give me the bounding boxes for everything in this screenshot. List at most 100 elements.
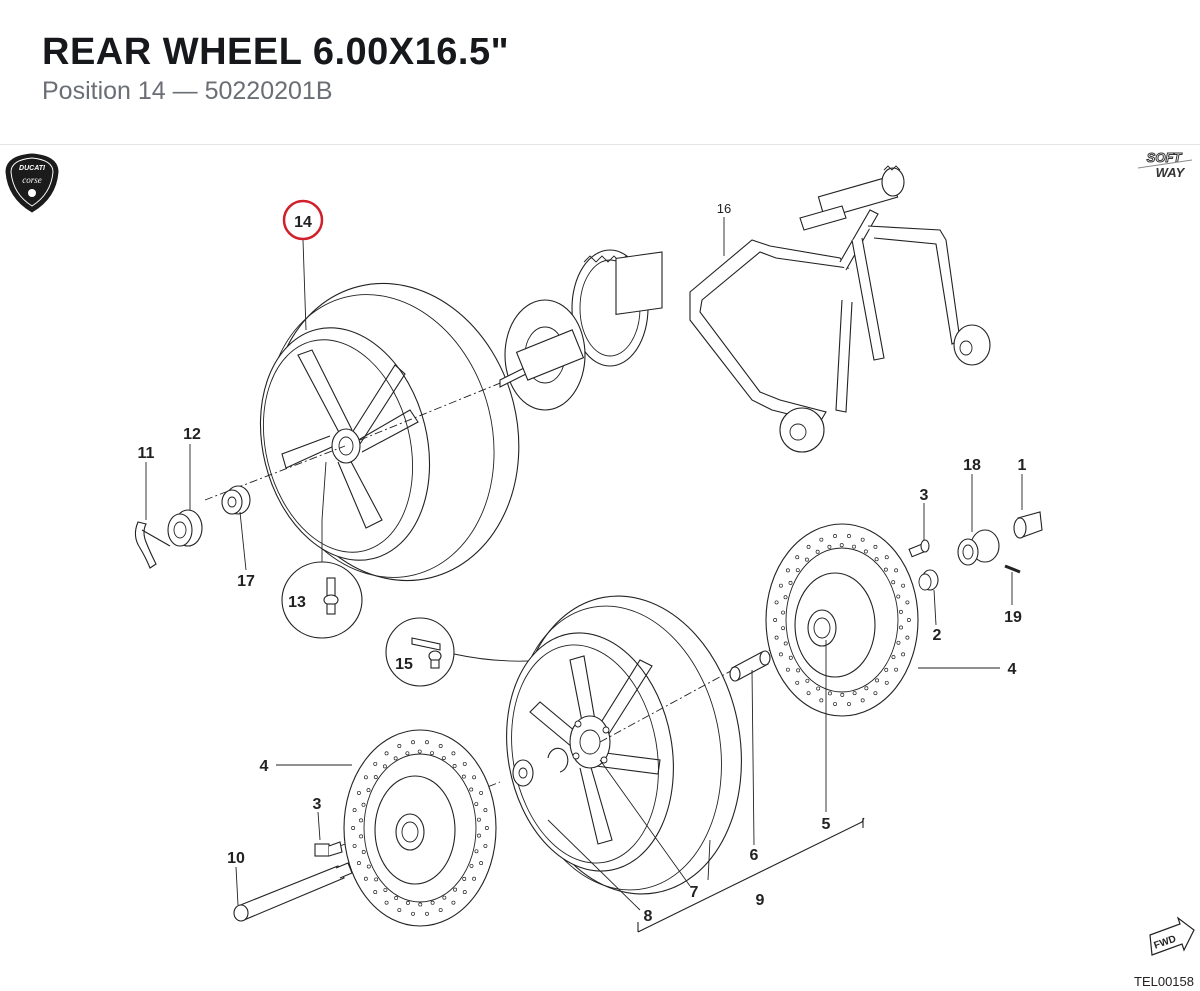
disc-hole	[430, 751, 435, 756]
disc-hole	[873, 691, 878, 696]
callout-17[interactable]: 17	[237, 573, 255, 590]
disc-hole	[863, 549, 868, 554]
disc-hole	[806, 691, 811, 696]
disc-hole	[411, 911, 415, 916]
disc-hole	[806, 544, 811, 549]
page-subtitle: Position 14 — 50220201B	[42, 77, 333, 105]
logo-text-corse: corse	[22, 175, 42, 185]
disc-hole	[483, 808, 488, 813]
disc-hole	[476, 817, 481, 822]
disc-hole	[785, 568, 790, 573]
disc-hole	[393, 756, 398, 761]
disc-hole	[373, 761, 378, 766]
logo-text-ducati: DUCATI	[19, 165, 46, 172]
callout-4-right[interactable]: 4	[1008, 661, 1017, 678]
disc-hole	[901, 583, 906, 588]
disc-hole	[479, 861, 484, 866]
disc-hole	[361, 802, 366, 807]
part-19-pin	[1004, 564, 1021, 574]
part-6-spacer	[729, 650, 771, 682]
disc-hole	[875, 678, 880, 683]
disc-hole	[852, 544, 857, 549]
disc-hole	[896, 594, 901, 599]
disc-hole	[884, 680, 889, 685]
disc-hole	[796, 668, 801, 673]
fwd-arrow-icon: FWD	[1149, 916, 1195, 956]
disc-hole	[833, 534, 837, 538]
disc-hole	[783, 641, 788, 646]
disc-hole	[472, 876, 477, 881]
disc-hole	[411, 740, 415, 745]
callout-4-left[interactable]: 4	[260, 758, 269, 775]
disc-hole	[785, 667, 790, 672]
callout-2[interactable]: 2	[933, 627, 942, 644]
part-4-brake-disc-left	[343, 729, 497, 927]
part-2-bush	[918, 569, 939, 591]
disc-hole	[778, 652, 783, 657]
header-divider	[0, 144, 1200, 145]
disc-hole	[352, 843, 357, 848]
disc-hole	[366, 864, 371, 869]
disc-hole	[833, 702, 837, 706]
callout-6[interactable]: 6	[750, 847, 759, 864]
disc-hole	[773, 618, 778, 622]
disc-hole	[894, 667, 899, 672]
disc-hole	[816, 686, 821, 691]
callout-10[interactable]: 10	[227, 850, 245, 867]
disc-hole	[474, 849, 479, 854]
disc-hole	[873, 544, 878, 549]
sprocket-hub-assembly	[499, 249, 663, 411]
lower-rear-wheel	[339, 595, 811, 895]
disc-hole	[363, 876, 368, 881]
disc-hole	[418, 902, 423, 907]
part-3-bolt-right	[908, 539, 930, 558]
disc-hole	[359, 818, 363, 823]
disc-hole	[804, 557, 809, 562]
disc-hole	[905, 600, 910, 605]
disc-hole	[469, 863, 474, 868]
header: REAR WHEEL 6.00X16.5" Position 14 — 5022…	[42, 30, 509, 106]
callout-19[interactable]: 19	[1004, 609, 1022, 626]
disc-hole	[891, 655, 896, 660]
disc-hole	[451, 751, 456, 756]
drawing-code: TEL00158	[1134, 974, 1194, 989]
leader-lines	[145, 217, 1023, 933]
callout-3-right[interactable]: 3	[920, 487, 929, 504]
callout-16[interactable]: 16	[717, 201, 731, 216]
callout-11[interactable]: 11	[138, 445, 155, 462]
page-title: REAR WHEEL 6.00X16.5"	[42, 31, 510, 73]
highlight-callout-14[interactable]: 14	[282, 199, 324, 241]
callout-9[interactable]: 9	[756, 892, 765, 909]
disc-hole	[384, 751, 389, 756]
part-3-bolt-left	[314, 841, 343, 857]
callout-15[interactable]: 15	[395, 656, 413, 673]
disc-hole	[397, 908, 402, 912]
disc-hole	[778, 583, 783, 588]
disc-hole	[899, 625, 903, 630]
disc-hole	[397, 744, 402, 748]
disc-hole	[374, 877, 379, 882]
disc-hole	[461, 774, 466, 779]
callout-7[interactable]: 7	[690, 884, 699, 901]
paddock-stand	[689, 165, 991, 453]
disc-hole	[839, 543, 844, 548]
callout-12[interactable]: 12	[183, 426, 201, 443]
callout-1[interactable]: 1	[1018, 457, 1027, 474]
disc-hole	[359, 834, 364, 839]
disc-hole	[462, 890, 467, 895]
part-11-clip	[134, 521, 171, 569]
callout-8[interactable]: 8	[644, 908, 653, 925]
callout-5[interactable]: 5	[822, 816, 831, 833]
disc-hole	[827, 691, 832, 696]
callout-13[interactable]: 13	[288, 594, 306, 611]
disc-hole	[356, 861, 361, 866]
callout-3-left[interactable]: 3	[313, 796, 322, 813]
disc-hole	[896, 640, 901, 645]
disc-hole	[472, 775, 477, 780]
callout-18[interactable]: 18	[963, 457, 981, 474]
disc-hole	[774, 600, 779, 605]
callout-labels: 11 12 17 13 15 16 3 18 1 19 2 4 5 6 4 3 …	[138, 201, 1027, 925]
disc-hole	[894, 568, 899, 573]
softway-logo: SOFT WAY	[1137, 150, 1193, 180]
